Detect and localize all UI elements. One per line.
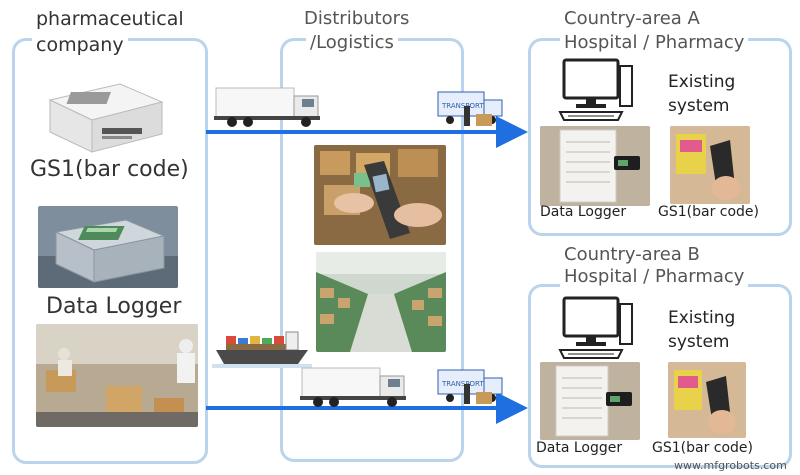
destination-a-existing-line2: system: [668, 96, 730, 116]
delivery-van-icon-bottom: TRANSPORT: [436, 366, 506, 408]
destination-a-title-line1: Country-area A: [560, 8, 704, 29]
destination-b-logger-caption: Data Logger: [536, 440, 623, 456]
destination-a-barcode-caption: GS1(bar code): [658, 204, 760, 220]
data-logger-box-image: [38, 206, 178, 288]
destination-a-existing-line1: Existing: [668, 72, 736, 92]
destination-b-logger-image: [540, 362, 640, 440]
destination-a-logger-caption: Data Logger: [540, 204, 627, 220]
destination-b-existing-line1: Existing: [668, 308, 736, 328]
truck-icon-bottom: [300, 366, 410, 408]
gs1-product-box-image: [40, 78, 170, 156]
destination-a-title-line2: Hospital / Pharmacy: [560, 32, 749, 53]
manufacturer-title-line1: pharmaceutical: [32, 8, 188, 30]
warehouse-shelves-image: [316, 252, 446, 352]
destination-b-title-line1: Country-area B: [560, 244, 704, 265]
distribution-title-line2: /Logistics: [306, 32, 398, 53]
destination-a-computer-icon: [558, 58, 634, 122]
cargo-ship-icon: [212, 330, 312, 370]
manufacturer-logger-caption: Data Logger: [46, 294, 182, 319]
destination-b-barcode-caption: GS1(bar code): [652, 440, 754, 456]
destination-b-computer-icon: [558, 296, 634, 360]
watermark: www.mfgrobots.com: [674, 459, 787, 472]
warehouse-scanner-image: [314, 145, 446, 245]
van-label-top: TRANSPORT: [441, 102, 484, 110]
delivery-van-icon-top: TRANSPORT: [436, 88, 506, 130]
destination-a-logger-image: [540, 126, 650, 206]
truck-icon-top: [214, 86, 324, 128]
manufacturer-title-line2: company: [32, 34, 128, 56]
manufacturer-barcode-caption: GS1(bar code): [30, 157, 189, 182]
distribution-title-line1: Distributors: [300, 8, 414, 29]
destination-b-title-line2: Hospital / Pharmacy: [560, 266, 749, 287]
destination-a-barcode-scan-image: [670, 126, 750, 204]
destination-b-barcode-scan-image: [668, 362, 746, 438]
van-label-bottom: TRANSPORT: [441, 380, 484, 388]
factory-packing-image: [36, 324, 198, 427]
destination-b-existing-line2: system: [668, 332, 730, 352]
